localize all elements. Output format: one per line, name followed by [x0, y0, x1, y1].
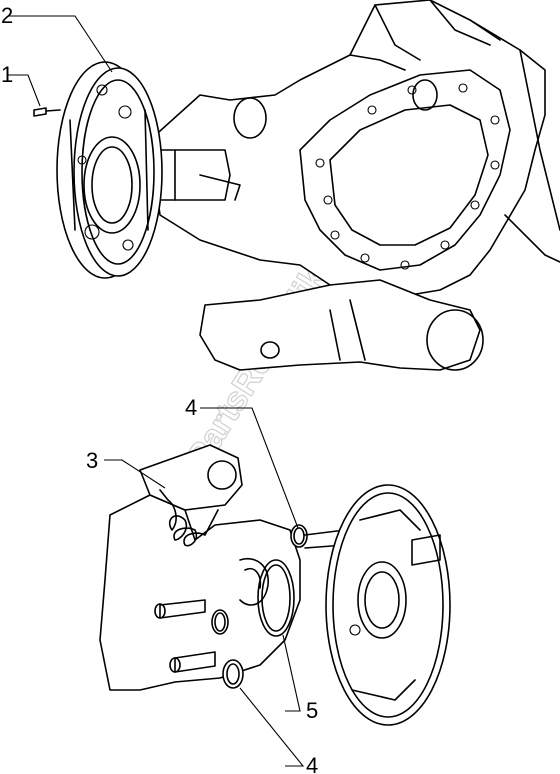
flange-bolt-holes	[315, 83, 500, 270]
callout-4-bottom: 4	[306, 753, 318, 774]
callout-2: 2	[1, 3, 13, 28]
o-rings	[211, 524, 308, 689]
engine-housing	[129, 0, 560, 371]
callout-4-top: 4	[185, 395, 197, 420]
leader-lines	[8, 15, 305, 767]
return-spring	[159, 489, 219, 547]
screw	[33, 107, 61, 117]
brake-drum	[56, 61, 163, 279]
circlip	[257, 559, 295, 637]
callout-5: 5	[306, 698, 318, 723]
callout-3: 3	[86, 448, 98, 473]
brake-backplate-assembly	[99, 444, 451, 726]
callout-1: 1	[1, 62, 13, 87]
